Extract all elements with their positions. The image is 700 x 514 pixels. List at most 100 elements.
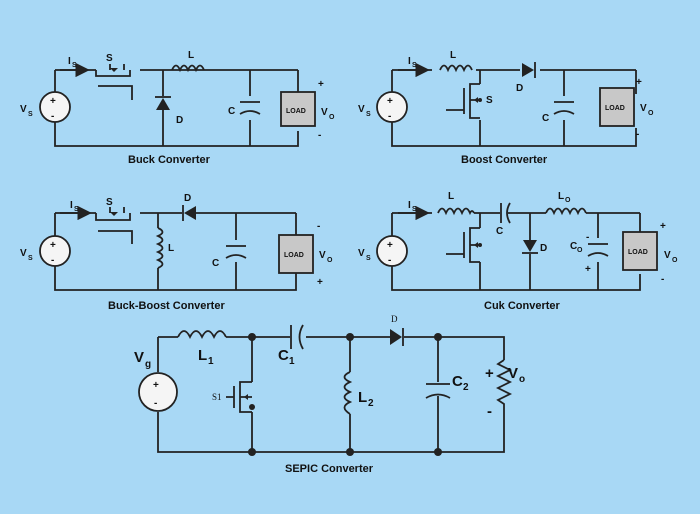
inductor-icon [437, 207, 475, 216]
mosfet-switch-icon [226, 381, 252, 413]
source-sub: S [28, 111, 33, 118]
output-minus: - [318, 130, 321, 141]
buck-boost-converter: +- LOAD V S I S S L D C - + V O Buck-Boo… [20, 193, 333, 312]
diode-icon [182, 205, 196, 221]
current-label: I [68, 56, 71, 67]
voltage-source-icon: +- [138, 372, 178, 412]
output-cap-minus: - [586, 232, 589, 243]
capacitor-icon [225, 245, 247, 259]
capacitor-c2-icon [425, 383, 451, 399]
load-box [622, 231, 658, 271]
inductor-label: L [448, 191, 454, 202]
source-label: V [358, 104, 365, 115]
current-label: I [408, 200, 411, 211]
capacitor-label: C [228, 106, 235, 117]
current-sub: S [74, 206, 79, 213]
source-label: V [358, 248, 365, 259]
output-cap-plus: + [585, 264, 591, 275]
boost-converter: +- LOAD V S I S L S D C + - V O Boost [358, 50, 654, 166]
svg-text:-: - [388, 111, 391, 122]
capacitor-icon [239, 101, 261, 115]
load-box [599, 87, 635, 127]
output-sub: O [648, 110, 654, 117]
output-inductor-label: L [558, 191, 564, 202]
voltage-source-icon: +- [376, 235, 408, 267]
diode-icon [522, 62, 536, 78]
current-sub: S [412, 62, 417, 69]
output-capacitor-icon [587, 243, 609, 257]
svg-text:-: - [51, 111, 54, 122]
output-sub: O [329, 114, 335, 121]
svg-text:-: - [154, 398, 157, 409]
inductor-label: L [188, 50, 194, 61]
mosfet-switch-icon [446, 227, 482, 263]
coupling-capacitor-icon [500, 202, 511, 224]
sepic-converter: +- [134, 314, 525, 475]
switch-label: S [486, 95, 493, 106]
l2-label: L [358, 389, 367, 406]
svg-text:-: - [388, 255, 391, 266]
inductor-l2-icon [343, 371, 353, 415]
output-minus: - [636, 129, 639, 140]
diode-icon [155, 96, 171, 110]
capacitor-icon [553, 101, 575, 115]
mosfet-switch-icon [446, 83, 482, 119]
inductor-l1-icon [177, 330, 227, 340]
inductor-label: L [450, 50, 456, 61]
diode-label: D [176, 115, 183, 126]
c2-sub: 2 [463, 382, 469, 393]
load-box [278, 234, 314, 274]
output-label: V [321, 107, 328, 118]
switch-label: S [106, 197, 113, 208]
svg-text:+: + [50, 240, 56, 251]
svg-text:-: - [51, 255, 54, 266]
svg-text:+: + [387, 240, 393, 251]
inductor-icon [171, 64, 205, 73]
output-minus: - [487, 403, 492, 420]
sepic-caption: SEPIC Converter [285, 463, 374, 475]
current-label: I [408, 56, 411, 67]
source-label: V [20, 248, 27, 259]
current-sub: S [412, 206, 417, 213]
svg-text:+: + [387, 96, 393, 107]
capacitor-label: C [212, 258, 219, 269]
output-plus: + [660, 221, 666, 232]
capacitor-label: C [542, 113, 549, 124]
svg-text:+: + [50, 96, 56, 107]
diode-icon [390, 328, 404, 346]
junction-dots [248, 333, 442, 456]
resistor-icon [495, 359, 513, 412]
capacitor-c1-icon [290, 324, 304, 350]
switch-label: S [106, 53, 113, 64]
load-label: LOAD [284, 252, 304, 259]
buck-caption: Buck Converter [128, 154, 211, 166]
diode-label: D [391, 314, 398, 324]
buck-boost-caption: Buck-Boost Converter [108, 300, 225, 312]
inductor-icon [155, 227, 164, 269]
output-cap-sub: O [577, 247, 583, 254]
output-minus: - [661, 274, 664, 285]
diode-label: D [516, 83, 523, 94]
voltage-source-icon: +- [39, 235, 71, 267]
source-sub: S [366, 111, 371, 118]
svg-text:+: + [153, 380, 159, 391]
output-plus: + [317, 277, 323, 288]
diode-label: D [540, 243, 547, 254]
c1-label: C [278, 347, 289, 364]
current-sub: S [72, 62, 77, 69]
load-label: LOAD [286, 108, 306, 115]
output-plus: + [318, 79, 324, 90]
output-sub: O [672, 257, 678, 264]
output-sub: O [327, 257, 333, 264]
output-inductor-sub: O [565, 197, 571, 204]
voltage-source-icon: +- [376, 91, 408, 123]
c1-sub: 1 [289, 356, 295, 367]
output-cap-label: C [570, 241, 577, 252]
diode-label: D [184, 193, 191, 204]
switch-icon [95, 207, 133, 244]
output-label: V [508, 365, 518, 382]
inductor-icon [439, 64, 473, 73]
cuk-converter: +- LOAD V S I S L C L [358, 191, 678, 312]
l2-sub: 2 [368, 398, 374, 409]
